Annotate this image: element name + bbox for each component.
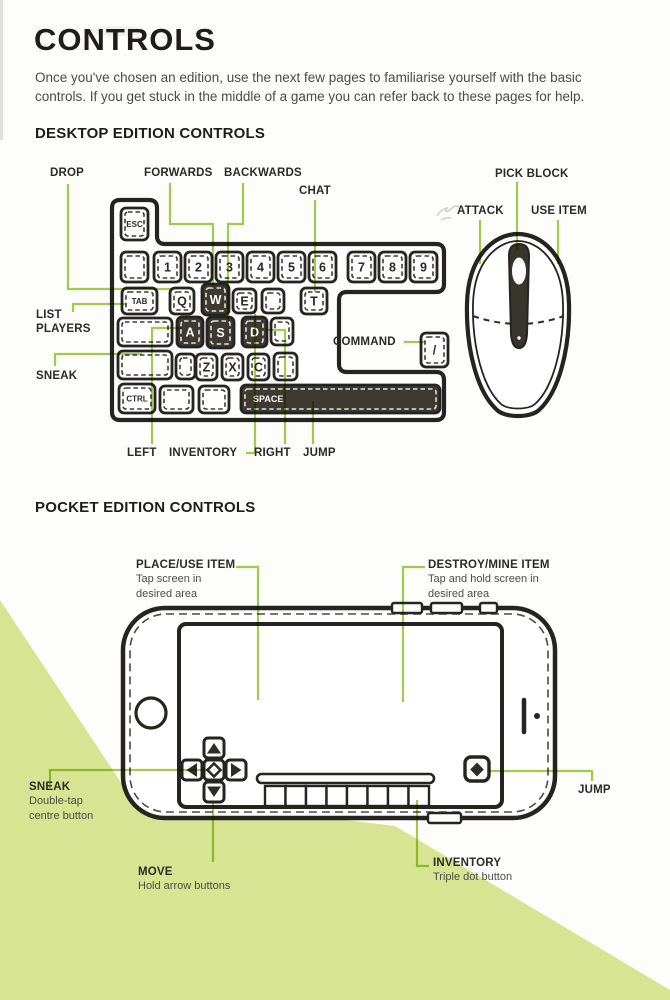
green-band-background bbox=[0, 600, 670, 1000]
svg-text:5: 5 bbox=[288, 261, 295, 275]
svg-text:X: X bbox=[228, 361, 237, 375]
side-button-1 bbox=[390, 601, 424, 615]
key-9: 9 bbox=[408, 250, 439, 284]
right-arrow-icon bbox=[231, 763, 242, 777]
key-X: X bbox=[220, 352, 245, 382]
jump-diamond-icon bbox=[470, 762, 484, 777]
key-CTRL: CTRL bbox=[117, 382, 157, 415]
key-6: 6 bbox=[307, 250, 338, 284]
key-/: / bbox=[419, 331, 450, 369]
key-blank bbox=[197, 384, 231, 415]
key-5: 5 bbox=[276, 250, 307, 284]
up-arrow-icon bbox=[207, 743, 221, 754]
svg-text:ESC: ESC bbox=[126, 220, 143, 229]
phone-inner-dashed-line bbox=[129, 613, 549, 813]
svg-text:CTRL: CTRL bbox=[126, 394, 147, 403]
callout-list-players-line bbox=[71, 302, 126, 312]
svg-text:SPACE: SPACE bbox=[253, 394, 283, 404]
down-arrow-icon bbox=[207, 786, 221, 797]
key-blank bbox=[116, 349, 174, 381]
camera-dot bbox=[534, 713, 540, 719]
key-A: A bbox=[175, 315, 205, 349]
hotbar-slot bbox=[325, 784, 349, 808]
svg-text:T: T bbox=[310, 295, 318, 309]
svg-text:7: 7 bbox=[358, 261, 365, 275]
svg-text:Q: Q bbox=[177, 295, 187, 309]
svg-text:3: 3 bbox=[226, 261, 233, 275]
svg-text:2: 2 bbox=[195, 261, 202, 275]
key-4: 4 bbox=[245, 250, 276, 284]
key-blank bbox=[119, 250, 150, 284]
key-2: 2 bbox=[183, 250, 214, 284]
scan-smudges bbox=[91, 26, 460, 221]
key-7: 7 bbox=[346, 250, 377, 284]
key-S: S bbox=[205, 315, 236, 350]
key-TAB: TAB bbox=[120, 286, 159, 316]
svg-text:C: C bbox=[254, 361, 263, 375]
key-8: 8 bbox=[377, 250, 408, 284]
svg-text:TAB: TAB bbox=[132, 297, 148, 306]
svg-text:Z: Z bbox=[203, 361, 211, 375]
callout-inventory-desktop-line bbox=[246, 309, 257, 455]
key-C: C bbox=[246, 352, 271, 382]
side-button-3 bbox=[478, 601, 499, 615]
svg-text:9: 9 bbox=[420, 261, 427, 275]
key-1: 1 bbox=[152, 250, 183, 284]
hotbar-slot bbox=[284, 784, 308, 808]
callout-sneak-pocket-line bbox=[48, 768, 208, 788]
key-SPACE: SPACE bbox=[239, 383, 442, 415]
callout-jump-pocket-line bbox=[489, 769, 594, 781]
callout-right-line bbox=[266, 328, 287, 444]
hotbar-bar bbox=[255, 772, 436, 785]
key-blank bbox=[269, 316, 295, 347]
side-button-bottom bbox=[426, 811, 463, 825]
mouse-diagram bbox=[464, 231, 572, 419]
svg-text:S: S bbox=[216, 326, 224, 340]
hotbar-slot bbox=[263, 784, 287, 808]
home-button bbox=[134, 696, 168, 730]
callout-left-line bbox=[150, 326, 181, 444]
hotbar-slot bbox=[407, 784, 431, 808]
svg-text:E: E bbox=[240, 295, 248, 309]
callout-forwards-line bbox=[168, 183, 215, 288]
svg-text:1: 1 bbox=[164, 261, 171, 275]
svg-text:/: / bbox=[433, 344, 437, 358]
hotbar-slot bbox=[366, 784, 390, 808]
callout-place-use-item-line bbox=[236, 565, 260, 700]
callout-drop-line bbox=[66, 184, 172, 291]
key-ESC: ESC bbox=[119, 206, 150, 242]
key-E: E bbox=[231, 287, 258, 315]
key-Q: Q bbox=[168, 286, 196, 316]
svg-text:8: 8 bbox=[389, 261, 396, 275]
mouse-wheel-dot bbox=[517, 336, 521, 340]
key-blank bbox=[174, 352, 197, 381]
key-3: 3 bbox=[214, 250, 245, 284]
hotbar-slots bbox=[263, 784, 431, 808]
key-blank bbox=[158, 384, 195, 415]
centre-diamond-icon bbox=[205, 761, 223, 779]
key-Z: Z bbox=[194, 352, 219, 382]
svg-text:6: 6 bbox=[319, 261, 326, 275]
callout-destroy-mine-item-line bbox=[401, 565, 425, 702]
svg-text:A: A bbox=[185, 326, 194, 340]
hotbar-slot bbox=[304, 784, 328, 808]
callout-backwards-line bbox=[226, 183, 245, 321]
hotbar-slot bbox=[345, 784, 369, 808]
phone-diagram bbox=[120, 601, 558, 825]
svg-text:4: 4 bbox=[257, 261, 264, 275]
svg-text:W: W bbox=[210, 293, 222, 307]
key-blank bbox=[260, 287, 286, 315]
mouse-body-inner-line bbox=[472, 240, 564, 410]
key-blank bbox=[116, 316, 174, 348]
callout-sneak-desktop-line bbox=[53, 352, 142, 366]
key-T: T bbox=[299, 286, 329, 316]
hotbar-slot bbox=[386, 784, 410, 808]
callout-inventory-pocket-line bbox=[415, 800, 429, 868]
callout-lines bbox=[48, 182, 594, 868]
key-W: W bbox=[200, 282, 231, 317]
mouse-wheel-hole bbox=[512, 257, 526, 285]
side-button-2 bbox=[429, 601, 464, 615]
